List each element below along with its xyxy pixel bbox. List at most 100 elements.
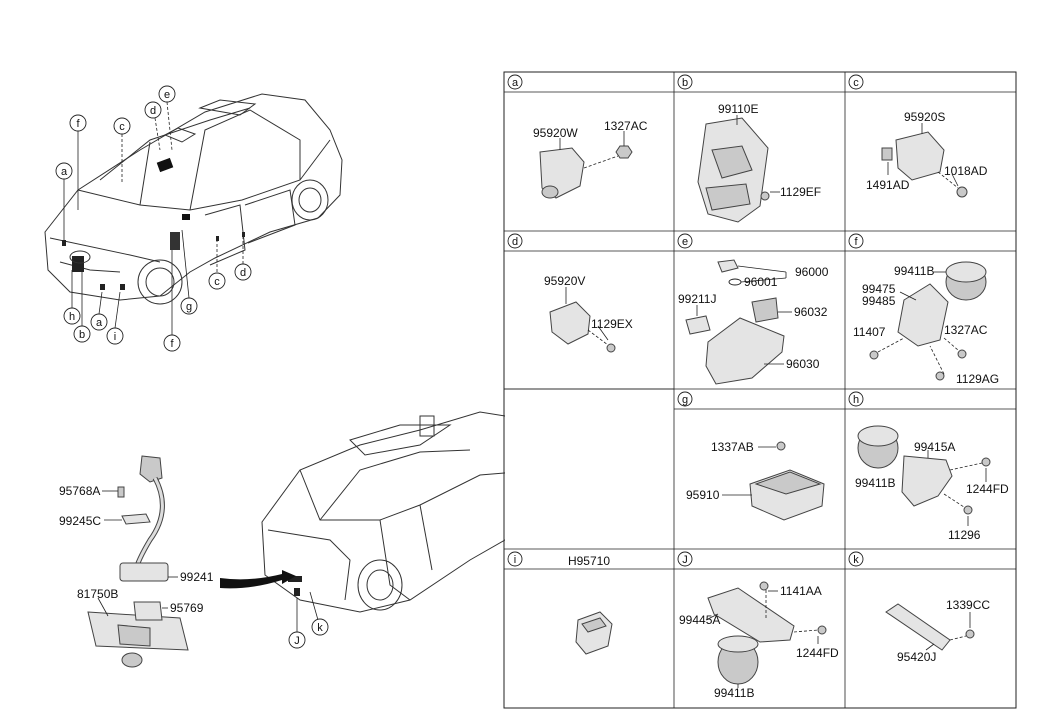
- front-callouts: f c d e a h b a i g c d f: [55, 85, 252, 352]
- cell-h-header: h: [848, 391, 864, 407]
- cell-d-header: d: [507, 233, 523, 249]
- svg-text:g: g: [186, 301, 192, 313]
- svg-text:d: d: [240, 267, 246, 279]
- callout-f-bottom: f: [163, 334, 181, 352]
- svg-text:c: c: [119, 121, 125, 133]
- cell-g-header: g: [677, 391, 693, 407]
- cell-J-content: [705, 581, 827, 688]
- front-vehicle-illustration: [44, 93, 343, 305]
- part-1491AD: 1491AD: [866, 178, 910, 192]
- part-1018AD: 1018AD: [944, 164, 988, 178]
- callout-c-bottom: c: [208, 272, 226, 290]
- cell-k-header: k: [848, 551, 864, 567]
- cell-f-content: [869, 261, 987, 381]
- svg-text:g: g: [682, 394, 688, 406]
- cell-e-content: [685, 259, 792, 385]
- part-1244FD-J: 1244FD: [796, 646, 839, 660]
- callout-g: g: [180, 297, 198, 315]
- svg-text:b: b: [79, 329, 85, 341]
- callout-c-top: c: [113, 117, 131, 135]
- cell-c-content: [881, 123, 968, 198]
- part-99411B-J: 99411B: [714, 686, 754, 700]
- parts-grid: [503, 71, 1017, 709]
- svg-text:i: i: [514, 554, 516, 566]
- part-11296: 11296: [948, 528, 981, 542]
- part-99110E: 99110E: [718, 102, 758, 116]
- callout-h: h: [63, 307, 81, 325]
- callout-a-left: a: [55, 162, 73, 180]
- svg-text:J: J: [294, 635, 300, 647]
- part-95920S: 95920S: [904, 110, 945, 124]
- part-99211J: 99211J: [678, 292, 716, 306]
- cell-h-content: [857, 425, 991, 526]
- svg-text:J: J: [682, 554, 688, 566]
- part-99411B-f: 99411B: [894, 264, 934, 278]
- part-1327AC-f: 1327AC: [944, 323, 988, 337]
- part-99475: 99475: [862, 282, 896, 296]
- part-95420J: 95420J: [897, 650, 936, 664]
- svg-text:k: k: [853, 554, 859, 566]
- svg-text:d: d: [512, 236, 518, 248]
- cell-i-content: [575, 611, 613, 655]
- part-99485: 99485: [862, 294, 896, 308]
- part-1337AB: 1337AB: [711, 440, 754, 454]
- svg-text:b: b: [682, 77, 688, 89]
- cell-a-header: a: [507, 74, 523, 90]
- callout-k: k: [311, 618, 329, 636]
- part-H95710: H95710: [568, 554, 610, 568]
- svg-text:k: k: [317, 622, 323, 634]
- part-96001: 96001: [744, 275, 778, 289]
- cell-c-header: c: [848, 74, 864, 90]
- cell-a-content: [539, 131, 633, 199]
- cell-J-header: J: [677, 551, 693, 567]
- cell-headers: a b c d e f g h i J k: [507, 74, 864, 567]
- part-1129AG: 1129AG: [956, 372, 999, 386]
- label-95769: 95769: [170, 601, 204, 615]
- rear-callouts: J k: [288, 618, 329, 649]
- cell-e-header: e: [677, 233, 693, 249]
- svg-text:a: a: [61, 166, 68, 178]
- part-99445A: 99445A: [679, 613, 720, 627]
- callout-b: b: [73, 325, 91, 343]
- callout-d-bottom: d: [234, 263, 252, 281]
- cell-k-content: [885, 603, 975, 651]
- svg-text:h: h: [853, 394, 859, 406]
- part-1129EF: 1129EF: [780, 185, 821, 199]
- svg-text:d: d: [150, 105, 156, 117]
- cell-b-content: [697, 115, 780, 223]
- svg-text:e: e: [682, 236, 688, 248]
- part-99411B-h: 99411B: [855, 476, 895, 490]
- rear-camera-assembly: [87, 455, 189, 668]
- part-1129EX: 1129EX: [591, 317, 633, 331]
- part-11407: 11407: [853, 325, 886, 339]
- callout-J: J: [288, 631, 306, 649]
- part-96030: 96030: [786, 357, 820, 371]
- part-1141AA: 1141AA: [780, 584, 822, 598]
- label-99245C: 99245C: [59, 514, 101, 528]
- callout-e-top: e: [158, 85, 176, 103]
- svg-text:c: c: [853, 77, 859, 89]
- part-96032: 96032: [794, 305, 828, 319]
- label-99241: 99241: [180, 570, 214, 584]
- part-1327AC-a: 1327AC: [604, 119, 648, 133]
- cell-g-content: [722, 441, 825, 521]
- callout-d-top: d: [144, 101, 162, 119]
- part-95910: 95910: [686, 488, 720, 502]
- part-1244FD-h: 1244FD: [966, 482, 1009, 496]
- label-81750B: 81750B: [77, 587, 118, 601]
- part-96000: 96000: [795, 265, 829, 279]
- part-95920V: 95920V: [544, 274, 585, 288]
- part-1339CC: 1339CC: [946, 598, 990, 612]
- svg-text:f: f: [854, 236, 858, 248]
- rear-leader-lines: [296, 591, 319, 632]
- svg-text:i: i: [114, 331, 116, 343]
- callout-f-top: f: [69, 114, 87, 132]
- svg-text:a: a: [96, 317, 103, 329]
- part-99415A: 99415A: [914, 440, 955, 454]
- svg-text:f: f: [170, 338, 174, 350]
- cell-i-header: i: [507, 551, 523, 567]
- callout-a-bottom: a: [90, 313, 108, 331]
- part-95920W: 95920W: [533, 126, 578, 140]
- cell-b-header: b: [677, 74, 693, 90]
